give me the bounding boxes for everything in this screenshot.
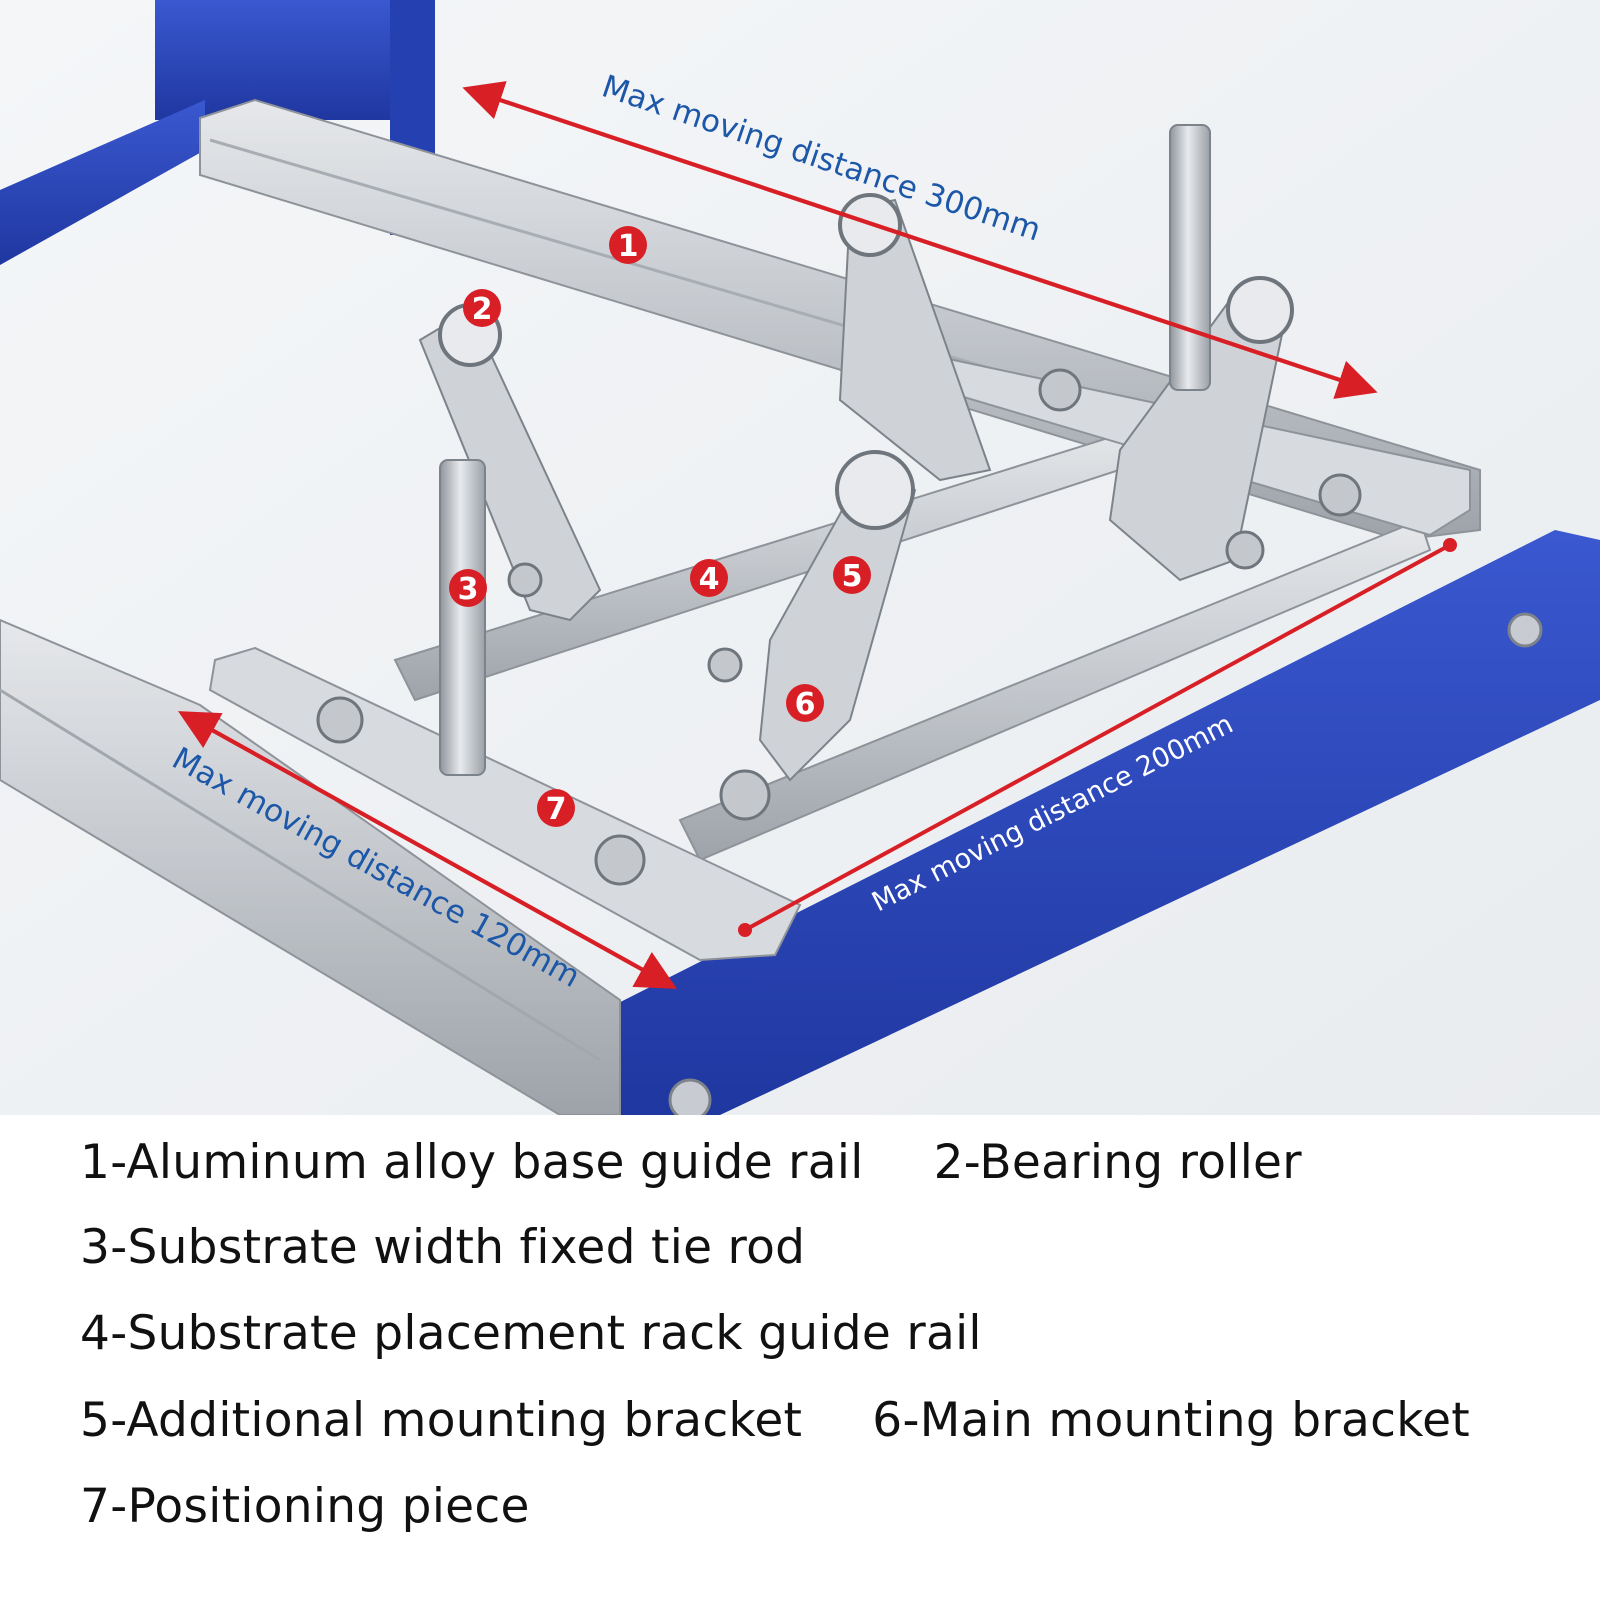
legend-item-2: 2-Bearing roller [933,1134,1302,1190]
svg-text:2: 2 [472,292,493,327]
svg-text:4: 4 [699,562,720,597]
parts-legend: 1-Aluminum alloy base guide rail 2-Beari… [0,1115,1600,1600]
machine-illustration: Max moving distance 300mm Max moving dis… [0,0,1600,1115]
svg-text:6: 6 [795,687,816,722]
arrow-120mm-reverse [178,711,671,987]
callout-7: 7 [537,789,575,827]
tie-rod-front [439,459,486,776]
blue-frame-back [0,0,435,265]
legend-item-1: 1-Aluminum alloy base guide rail [80,1134,864,1190]
callout-4: 4 [690,559,728,597]
line-200mm-end [738,923,752,937]
callout-2: 2 [463,289,501,327]
svg-text:3: 3 [458,572,479,607]
product-photo: Max moving distance 300mm Max moving dis… [0,0,1600,1115]
legend-row-5: 7-Positioning piece [80,1471,530,1541]
arrow-300mm-reverse [462,81,1371,392]
legend-item-4: 4-Substrate placement rack guide rail [80,1305,982,1361]
callout-3: 3 [449,569,487,607]
callout-6: 6 [786,684,824,722]
base-bolt [1507,612,1543,648]
legend-row-2: 3-Substrate width fixed tie rod [80,1212,805,1282]
hex-bolts [316,368,1362,886]
blue-base-plate [565,530,1600,1115]
line-200mm [744,543,1451,932]
svg-text:5: 5 [842,559,863,594]
legend-row-4: 5-Additional mounting bracket 6-Main mou… [80,1385,1470,1455]
base-bolt [668,1078,712,1115]
callout-5: 5 [833,556,871,594]
legend-item-5: 5-Additional mounting bracket [80,1392,803,1448]
aluminum-side-rail [0,618,621,1115]
callout-1: 1 [609,226,647,264]
substrate-rack-guide-rail [678,518,1432,862]
legend-item-7: 7-Positioning piece [80,1478,530,1534]
legend-item-6: 6-Main mounting bracket [872,1392,1471,1448]
legend-item-3: 3-Substrate width fixed tie rod [80,1219,806,1275]
svg-text:7: 7 [546,792,567,827]
legend-row-1: 1-Aluminum alloy base guide rail 2-Beari… [80,1127,1302,1197]
svg-text:1: 1 [618,229,639,264]
line-200mm-end [1443,538,1457,552]
legend-row-3: 4-Substrate placement rack guide rail [80,1298,982,1368]
tie-rod-back [1169,124,1211,391]
